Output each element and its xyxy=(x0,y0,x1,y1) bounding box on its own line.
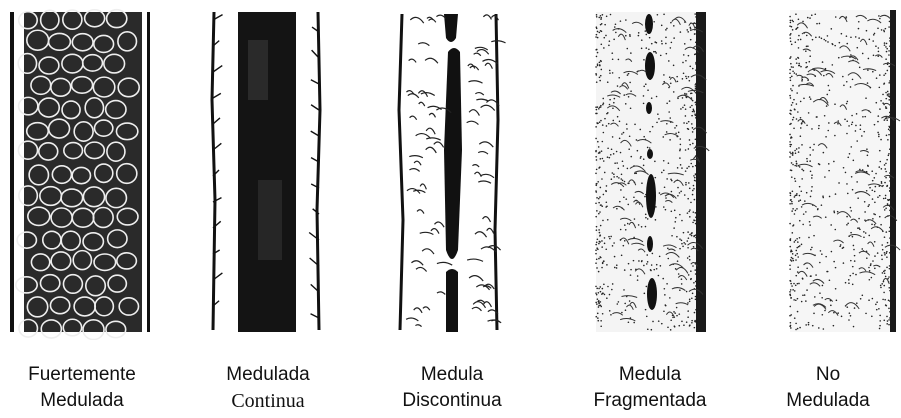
continuous-medulla-hair-drawing xyxy=(188,0,348,340)
caption-line-1: Fuertemente xyxy=(2,362,162,388)
caption-line-2: Medulada xyxy=(2,388,162,414)
panel-medulada-continua: Medulada Continua xyxy=(188,0,348,418)
caption-medula-fragmentada: Medula Fragmentada xyxy=(570,362,730,414)
caption-line-2: Discontinua xyxy=(372,388,532,414)
caption-line-2: Continua xyxy=(188,388,348,414)
panel-fuertemente-medulada: Fuertemente Medulada xyxy=(2,0,162,418)
caption-line-1: Medula xyxy=(372,362,532,388)
panel-no-medulada: No Medulada xyxy=(748,0,901,418)
caption-no-medulada: No Medulada xyxy=(748,362,901,414)
caption-medula-discontinua: Medula Discontinua xyxy=(372,362,532,414)
strongly-medullated-hair-drawing xyxy=(2,0,162,340)
caption-line-2: Fragmentada xyxy=(570,388,730,414)
non-medullated-hair-drawing xyxy=(748,0,901,340)
caption-line-1: Medula xyxy=(570,362,730,388)
discontinuous-medulla-hair-drawing xyxy=(372,0,532,340)
caption-medulada-continua: Medulada Continua xyxy=(188,362,348,414)
caption-line-1: No xyxy=(748,362,901,388)
caption-line-1: Medulada xyxy=(188,362,348,388)
panel-medula-discontinua: Medula Discontinua xyxy=(372,0,532,418)
panel-medula-fragmentada: Medula Fragmentada xyxy=(570,0,730,418)
caption-fuertemente-medulada: Fuertemente Medulada xyxy=(2,362,162,414)
caption-line-2: Medulada xyxy=(748,388,901,414)
fragmented-medulla-hair-drawing xyxy=(570,0,730,340)
